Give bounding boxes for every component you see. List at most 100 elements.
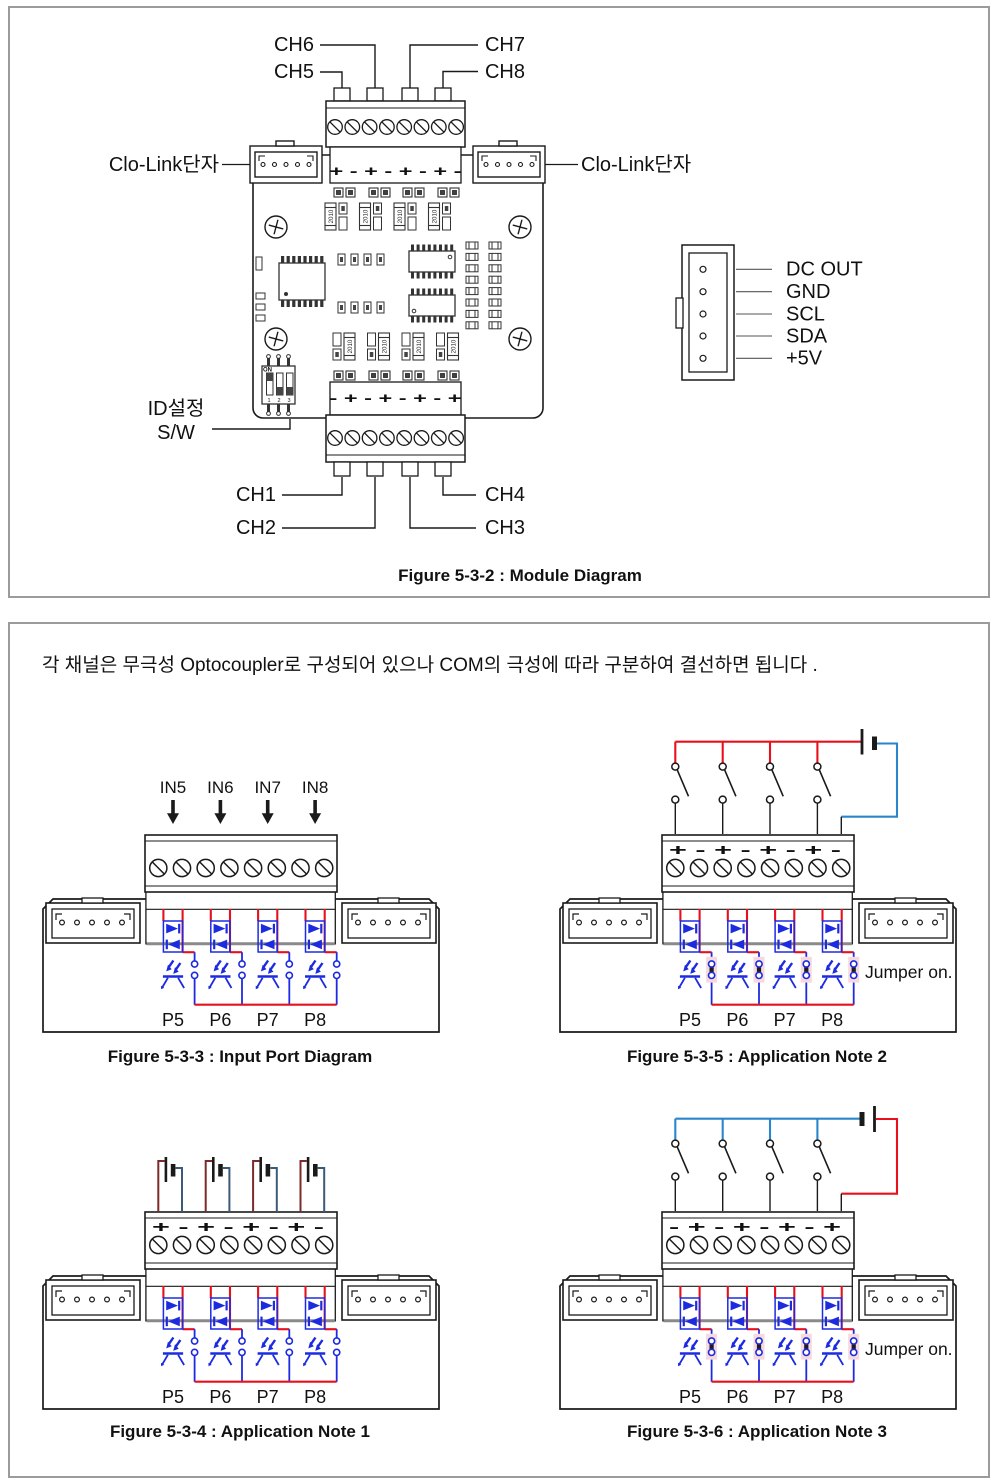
dip-number: 2	[278, 398, 281, 404]
caption-figure-5-3-6: Figure 5-3-6 : Application Note 3	[626, 1422, 888, 1441]
figure-note2-extras: + - + - + - + - Jumper on. P5 P6 P7 P8	[669, 729, 953, 1030]
pin-label-gnd: GND	[786, 281, 830, 303]
jumper-shunt	[848, 957, 859, 983]
caption-figure-5-3-2: Figure 5-3-2 : Module Diagram	[398, 566, 642, 585]
label-p8: P8	[304, 1010, 326, 1030]
figure-note2-module	[560, 835, 956, 1032]
jumper-shunt	[848, 1334, 859, 1360]
i2c-pinout-connector: DC OUT GND SCL SDA +5V	[675, 244, 863, 381]
label-ch2: CH2	[236, 517, 276, 539]
caption-figure-5-3-3: Figure 5-3-3 : Input Port Diagram	[107, 1047, 373, 1066]
return-wire	[841, 1117, 899, 1195]
label-ch5: CH5	[274, 61, 314, 83]
label-p5: P5	[162, 1010, 184, 1030]
figure-note3-extras: - + - + - + - + Jumper on. P5 P6 P7 P8	[669, 1106, 953, 1407]
label-p6: P6	[726, 1387, 748, 1407]
resistor-label: 2010	[432, 209, 439, 223]
label-clo-link-right: Clo-Link단자	[581, 153, 691, 176]
clo-link-connector-left	[249, 140, 323, 184]
resistor-label: 2010	[382, 339, 389, 353]
toggle-switch	[812, 740, 832, 836]
label-clo-link-left: Clo-Link단자	[109, 153, 219, 176]
input-arrow	[261, 800, 274, 824]
terminal-block-bottom: - + - + - + - +	[325, 381, 466, 477]
resistor-label: 2010	[416, 339, 423, 353]
label-p7: P7	[257, 1010, 279, 1030]
resistor-label: 2010	[347, 339, 354, 353]
bottom-polarity-row: - + - + - + - +	[330, 390, 462, 407]
module-diagram: 2010 2010 2010 2010 2010 2010 2010 2010	[109, 34, 863, 539]
dip-number: 3	[288, 398, 291, 404]
battery-cell	[206, 1157, 230, 1212]
label-id-switch-line1: ID설정	[148, 397, 205, 420]
id-dip-switch: ON 1 2 3	[261, 354, 296, 416]
label-ch6: CH6	[274, 34, 314, 56]
label-ch7: CH7	[485, 34, 525, 56]
mounting-screw	[508, 327, 532, 351]
resistor-label: 2010	[363, 209, 370, 223]
label-p8: P8	[304, 1387, 326, 1407]
toggle-switch	[670, 740, 690, 836]
return-wire	[841, 742, 899, 818]
label-p6: P6	[726, 1010, 748, 1030]
figure-note1-extras: + - + - + - + - P5 P6 P7 P8	[152, 1157, 326, 1407]
dip-on-label: ON	[263, 368, 272, 374]
note1-polarity-row: + - + - + - + -	[152, 1219, 324, 1236]
battery-cell	[301, 1157, 325, 1212]
figure-note1-module	[43, 1212, 439, 1409]
toggle-switch	[670, 1117, 690, 1213]
channel-pointer-lines	[212, 44, 478, 529]
resistor-label: 2010	[451, 339, 458, 353]
label-p5: P5	[162, 1387, 184, 1407]
pin-label-sda: SDA	[786, 325, 828, 347]
label-p8: P8	[821, 1010, 843, 1030]
toggle-switch	[765, 1117, 785, 1213]
mounting-screw	[264, 215, 288, 239]
label-p5: P5	[679, 1010, 701, 1030]
battery-cell	[158, 1157, 182, 1212]
dip-number: 1	[268, 398, 271, 404]
resistor-label: 2010	[397, 209, 404, 223]
label-p8: P8	[821, 1387, 843, 1407]
label-ch8: CH8	[485, 61, 525, 83]
jumper-shunt	[801, 957, 812, 983]
label-p5: P5	[679, 1387, 701, 1407]
caption-figure-5-3-5: Figure 5-3-5 : Application Note 2	[626, 1047, 888, 1066]
figure-input-port-module	[43, 835, 439, 1032]
pcb-components	[255, 187, 502, 381]
terminal-block-top: + - + - + - + -	[325, 87, 466, 184]
label-jumper-on: Jumper on.	[865, 1339, 953, 1359]
figure-input-port-extras: IN5 IN6 IN7 IN8 P5 P6 P7 P8	[160, 778, 329, 1030]
ic-soic16	[408, 288, 456, 323]
intro-paragraph: 각 채널은 무극성 Optocoupler로 구성되어 있으나 COM의 극성에…	[42, 655, 818, 676]
mounting-screw	[508, 215, 532, 239]
label-ch1: CH1	[236, 484, 276, 506]
caption-figure-5-3-4: Figure 5-3-4 : Application Note 1	[109, 1422, 371, 1441]
label-p7: P7	[257, 1387, 279, 1407]
jumper-shunt	[706, 1334, 717, 1360]
pin-label-scl: SCL	[786, 303, 825, 325]
label-jumper-on: Jumper on.	[865, 962, 953, 982]
jumper-shunt	[706, 957, 717, 983]
label-p6: P6	[209, 1010, 231, 1030]
input-arrow	[214, 800, 227, 824]
toggle-switch	[765, 740, 785, 836]
label-in6: IN6	[207, 778, 233, 797]
jumper-shunt	[801, 1334, 812, 1360]
top-polarity-row: + - + - + - + -	[330, 163, 462, 180]
label-in8: IN8	[302, 778, 328, 797]
note3-polarity-row: - + - + - + - +	[669, 1219, 841, 1236]
mounting-screw	[264, 327, 288, 351]
pin-label-dcout: DC OUT	[786, 259, 863, 281]
label-p7: P7	[774, 1010, 796, 1030]
battery-cell	[253, 1157, 277, 1212]
toggle-switch	[812, 1117, 832, 1213]
toggle-switch	[718, 740, 737, 836]
clo-link-connector-right	[472, 140, 546, 184]
input-arrow	[167, 800, 179, 824]
label-p7: P7	[774, 1387, 796, 1407]
label-ch3: CH3	[485, 517, 525, 539]
label-id-switch-line2: S/W	[157, 422, 195, 444]
resistor-label: 2010	[328, 209, 335, 223]
